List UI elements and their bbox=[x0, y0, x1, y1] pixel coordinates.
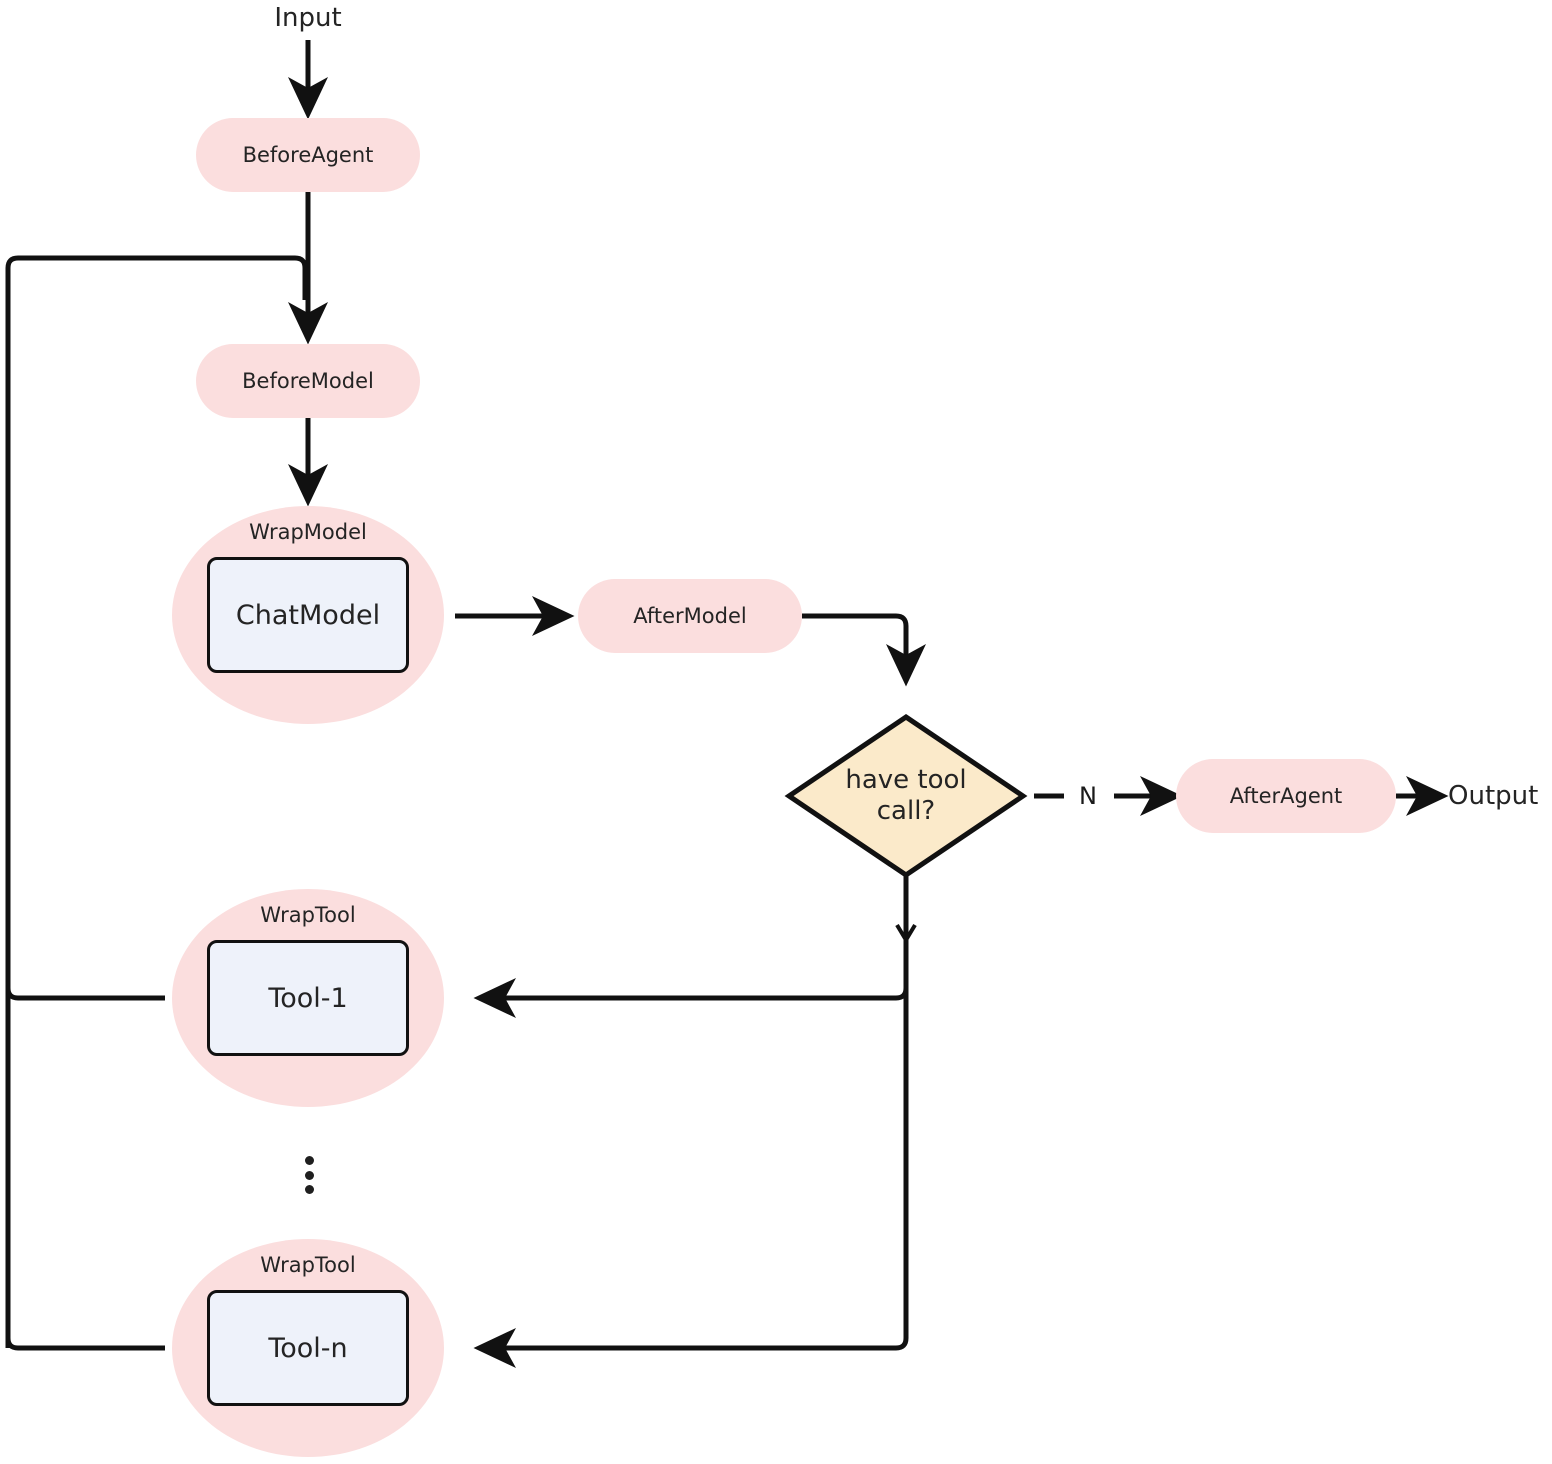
edge-label-yes-glyph bbox=[895, 923, 917, 944]
decision-shape bbox=[784, 713, 1028, 879]
edge-tooln-to-rail bbox=[5, 1337, 165, 1351]
node-after-agent[interactable]: AfterAgent bbox=[1176, 759, 1396, 833]
edge-decision-yes-trunk bbox=[473, 872, 909, 1368]
node-wrap-tool-n[interactable]: WrapTool Tool-n bbox=[172, 1239, 444, 1457]
terminal-output: Output bbox=[1448, 781, 1539, 811]
wrap-tool-1-label: WrapTool bbox=[260, 903, 356, 927]
node-decision-have-tool-call[interactable]: have tool call? bbox=[784, 712, 1028, 880]
edge-tool-feedback-rail bbox=[5, 255, 308, 1348]
edge-label-no: N bbox=[1079, 782, 1097, 810]
wrap-model-label: WrapModel bbox=[249, 520, 367, 544]
edge-tool1-to-rail bbox=[5, 987, 165, 1001]
node-wrap-tool-1[interactable]: WrapTool Tool-1 bbox=[172, 889, 444, 1107]
node-wrap-model[interactable]: WrapModel ChatModel bbox=[172, 506, 444, 724]
node-tool-1[interactable]: Tool-1 bbox=[207, 940, 409, 1056]
terminal-input: Input bbox=[274, 3, 342, 33]
node-before-agent[interactable]: BeforeAgent bbox=[196, 118, 420, 192]
ellipsis-icon bbox=[303, 1156, 315, 1194]
edge-aftermodel-to-decision bbox=[802, 613, 926, 687]
node-before-model[interactable]: BeforeModel bbox=[196, 344, 420, 418]
node-chat-model[interactable]: ChatModel bbox=[207, 557, 409, 673]
node-tool-n[interactable]: Tool-n bbox=[207, 1290, 409, 1406]
node-after-model[interactable]: AfterModel bbox=[578, 579, 802, 653]
wrap-tool-n-label: WrapTool bbox=[260, 1253, 356, 1277]
edge-yes-branch-to-tool1 bbox=[473, 978, 909, 1018]
